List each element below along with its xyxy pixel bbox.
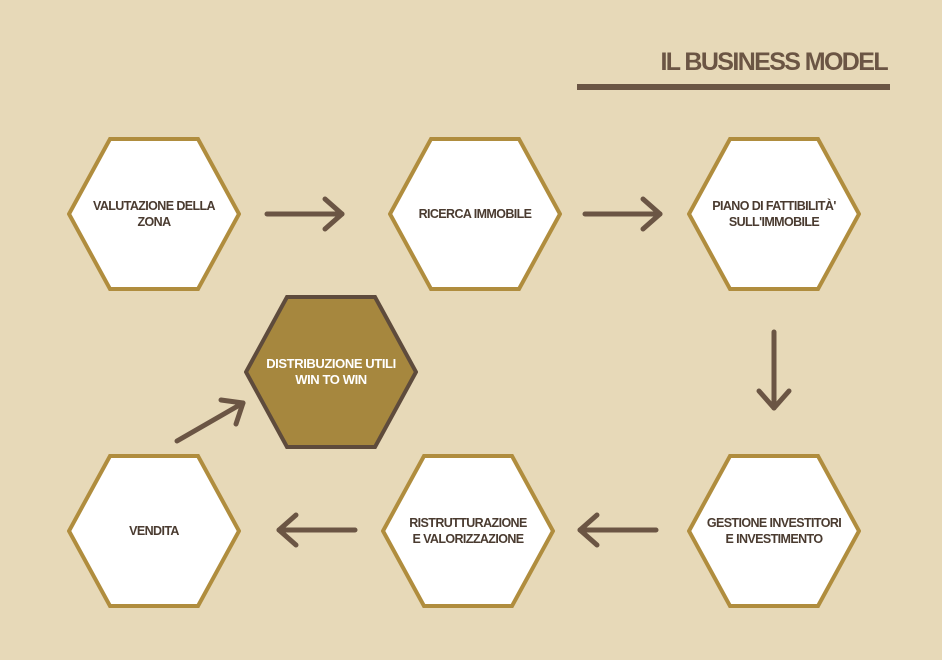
step-piano-fattibilita: PIANO DI FATTIBILITÀ' SULL'IMMOBILE <box>687 137 861 291</box>
step-label: PIANO DI FATTIBILITÀ' SULL'IMMOBILE <box>712 199 836 229</box>
hexagon-shape <box>67 137 241 291</box>
arrow-right-icon <box>582 196 663 232</box>
step-valutazione-zona: VALUTAZIONE DELLA ZONA <box>67 137 241 291</box>
step-label: VALUTAZIONE DELLA ZONA <box>93 199 216 229</box>
step-ristrutturazione: RISTRUTTURAZIONE E VALORIZZAZIONE <box>381 454 555 608</box>
arrow-left-icon <box>577 512 659 548</box>
hexagon-shape <box>244 295 418 449</box>
arrow-left-icon <box>276 512 358 548</box>
step-label: GESTIONE INVESTITORI E INVESTIMENTO <box>706 516 842 546</box>
hexagon-shape <box>388 137 562 291</box>
step-gestione-investitori: GESTIONE INVESTITORI E INVESTIMENTO <box>687 454 861 608</box>
hexagon-shape <box>67 454 241 608</box>
hexagon-shape <box>687 137 861 291</box>
arrow-up-right-icon <box>174 397 246 444</box>
step-distribuzione-utili: DISTRIBUZIONE UTILI WIN TO WIN <box>244 295 418 449</box>
step-label: RISTRUTTURAZIONE E VALORIZZAZIONE <box>409 516 527 546</box>
step-label: RICERCA IMMOBILE <box>418 207 532 221</box>
title-underline <box>577 84 890 90</box>
arrow-right-icon <box>264 196 345 232</box>
hexagon-shape <box>381 454 555 608</box>
step-label: DISTRIBUZIONE UTILI WIN TO WIN <box>266 356 396 387</box>
hexagon-shape <box>687 454 861 608</box>
page-title: IL BUSINESS MODEL <box>660 48 888 76</box>
step-vendita: VENDITA <box>67 454 241 608</box>
step-label: VENDITA <box>129 524 179 538</box>
arrow-down-icon <box>756 329 792 411</box>
step-ricerca-immobile: RICERCA IMMOBILE <box>388 137 562 291</box>
